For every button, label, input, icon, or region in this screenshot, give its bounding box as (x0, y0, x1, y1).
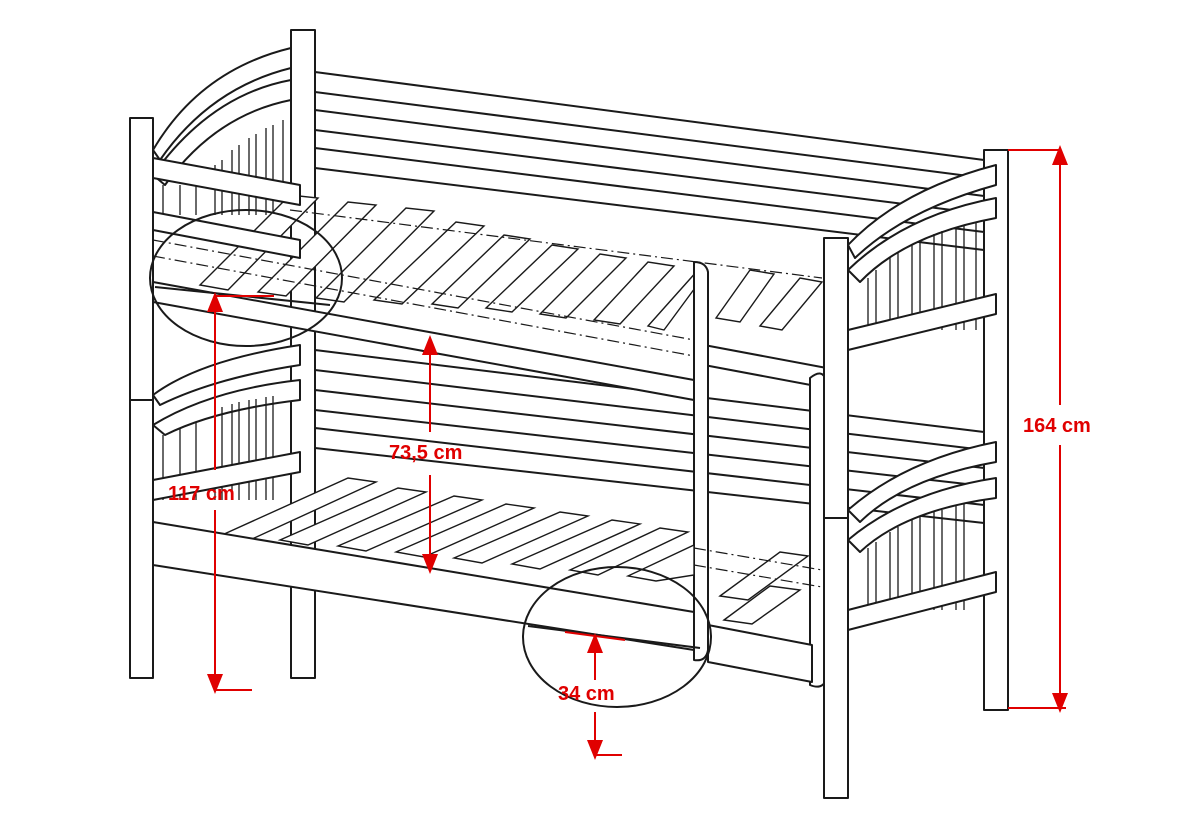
dimension-total-height (1008, 145, 1068, 713)
right-footboard-lower (847, 441, 997, 631)
label-lower-bed-height: 117 cm (168, 483, 235, 505)
lower-side-rail (152, 521, 813, 683)
right-footboard-upper (847, 164, 997, 351)
dimension-lower-bed-height (207, 292, 274, 694)
upper-slats (198, 194, 824, 331)
label-clearance: 73,5 cm (389, 442, 462, 464)
label-floor-clearance: 34 cm (558, 683, 615, 705)
ladder-guard-panel (693, 261, 827, 688)
left-headboard-upper (152, 47, 292, 215)
dimension-floor-clearance (564, 631, 626, 760)
front-right-post (823, 237, 849, 799)
detail-circle-lower (522, 566, 712, 708)
label-total-height: 164 cm (1023, 415, 1091, 437)
back-right-post (983, 149, 1009, 711)
lower-slats (219, 477, 810, 625)
back-guard-rails-upper (314, 71, 985, 251)
front-left-post (129, 117, 154, 679)
left-headboard-lower (152, 344, 301, 501)
